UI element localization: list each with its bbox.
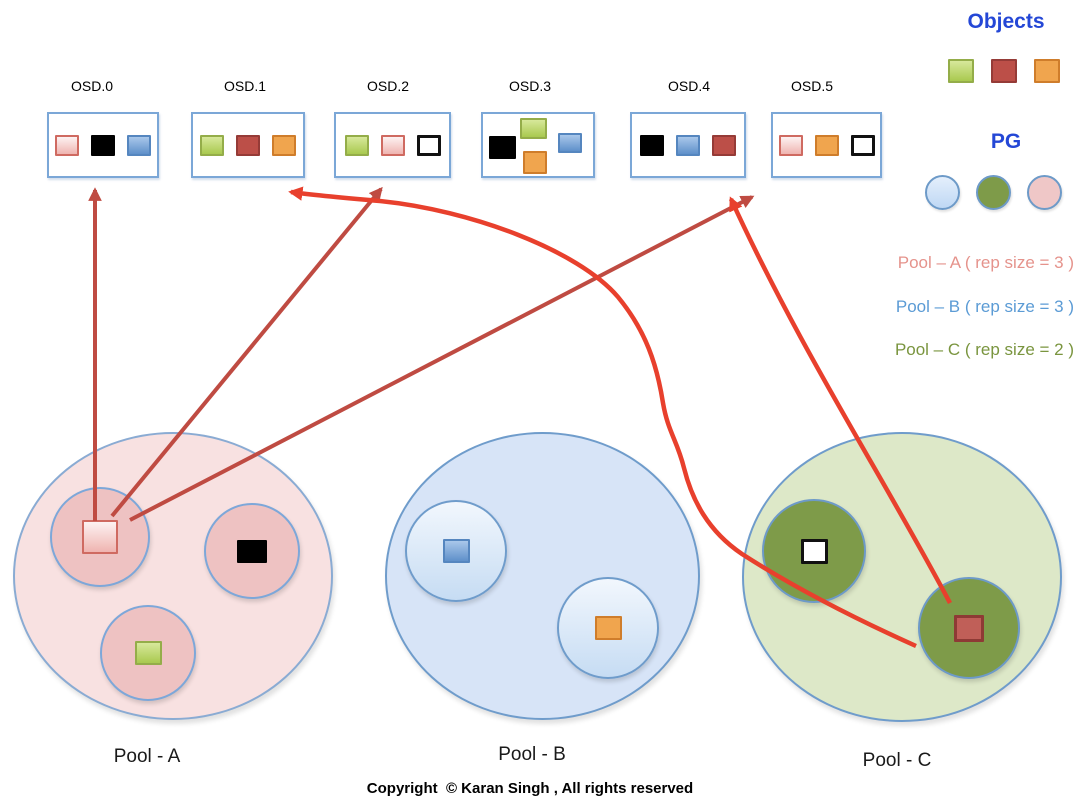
orange-object-square (594, 616, 622, 640)
black-object-square (237, 539, 267, 563)
orange-object-square (1034, 59, 1060, 83)
pink-object-square (82, 520, 118, 554)
blue-object-square (127, 134, 151, 156)
green-object-square (344, 134, 369, 156)
osd-4-objects (632, 114, 744, 176)
red-object-square (954, 614, 984, 642)
red-object-square (236, 134, 260, 156)
blue-object-square (558, 133, 582, 153)
pink-object-square (778, 134, 803, 156)
orange-object-square (272, 134, 296, 156)
blue-object-square (676, 134, 700, 156)
pool-b-pg-blue (405, 500, 507, 602)
osd-box-1 (191, 112, 305, 178)
black-object-square (640, 134, 664, 156)
pool-a-name: Pool - A (113, 746, 181, 767)
legend-pool-b-label: Pool – B ( rep size = 3 ) (895, 297, 1074, 316)
osd-box-5 (771, 112, 882, 178)
pink-pg-circle (1027, 175, 1062, 210)
osd-label-2: OSD.2 (366, 78, 409, 94)
pool-c-name: Pool - C (862, 750, 932, 771)
osd-label-4: OSD.4 (667, 78, 710, 94)
legend-pg-swatches (925, 175, 1062, 210)
red-object-square (712, 134, 736, 156)
osd-box-3 (481, 112, 595, 178)
pool-c-pg-red (918, 577, 1020, 679)
osd-1-objects (193, 114, 303, 176)
osd-3-objects (483, 114, 593, 176)
black-object-square (91, 134, 115, 156)
pool-a-pg-pink (50, 487, 150, 587)
legend-pool-a-label: Pool – A ( rep size = 3 ) (897, 253, 1074, 272)
pool-a-pg-green (100, 605, 196, 701)
blue-pg-circle (925, 175, 960, 210)
copyright-text: Copyright © Karan Singh , All rights res… (366, 780, 694, 797)
legend-pg-title: PG (990, 130, 1022, 153)
red-object-square (991, 59, 1017, 83)
black-object-square (489, 136, 516, 159)
white-object-square (416, 134, 441, 156)
legend-pool-c-label: Pool – C ( rep size = 2 ) (894, 340, 1074, 359)
white-object-square (800, 538, 828, 564)
osd-label-0: OSD.0 (70, 78, 113, 94)
olive-pg-circle (976, 175, 1011, 210)
osd-label-1: OSD.1 (223, 78, 266, 94)
orange-object-square (523, 151, 547, 174)
white-object-square (850, 134, 875, 156)
green-object-square (200, 134, 224, 156)
pink-object-square (55, 134, 79, 156)
orange-object-square (814, 134, 839, 156)
green-object-square (134, 641, 162, 665)
osd-box-4 (630, 112, 746, 178)
green-object-square (948, 59, 974, 83)
pool-b-name: Pool - B (498, 744, 566, 765)
pool-c-pg-white (762, 499, 866, 603)
osd-box-2 (334, 112, 451, 178)
legend-objects-title: Objects (967, 10, 1045, 33)
pink-object-square (380, 134, 405, 156)
osd-label-3: OSD.3 (508, 78, 551, 94)
osd-label-5: OSD.5 (790, 78, 833, 94)
osd-2-objects (336, 114, 449, 176)
legend-object-swatches (948, 59, 1060, 83)
osd-0-objects (49, 114, 157, 176)
pool-a-pg-black (204, 503, 300, 599)
green-object-square (520, 118, 547, 139)
osd-5-objects (773, 114, 880, 176)
pool-b-pg-orange (557, 577, 659, 679)
blue-object-square (442, 539, 470, 563)
osd-box-0 (47, 112, 159, 178)
